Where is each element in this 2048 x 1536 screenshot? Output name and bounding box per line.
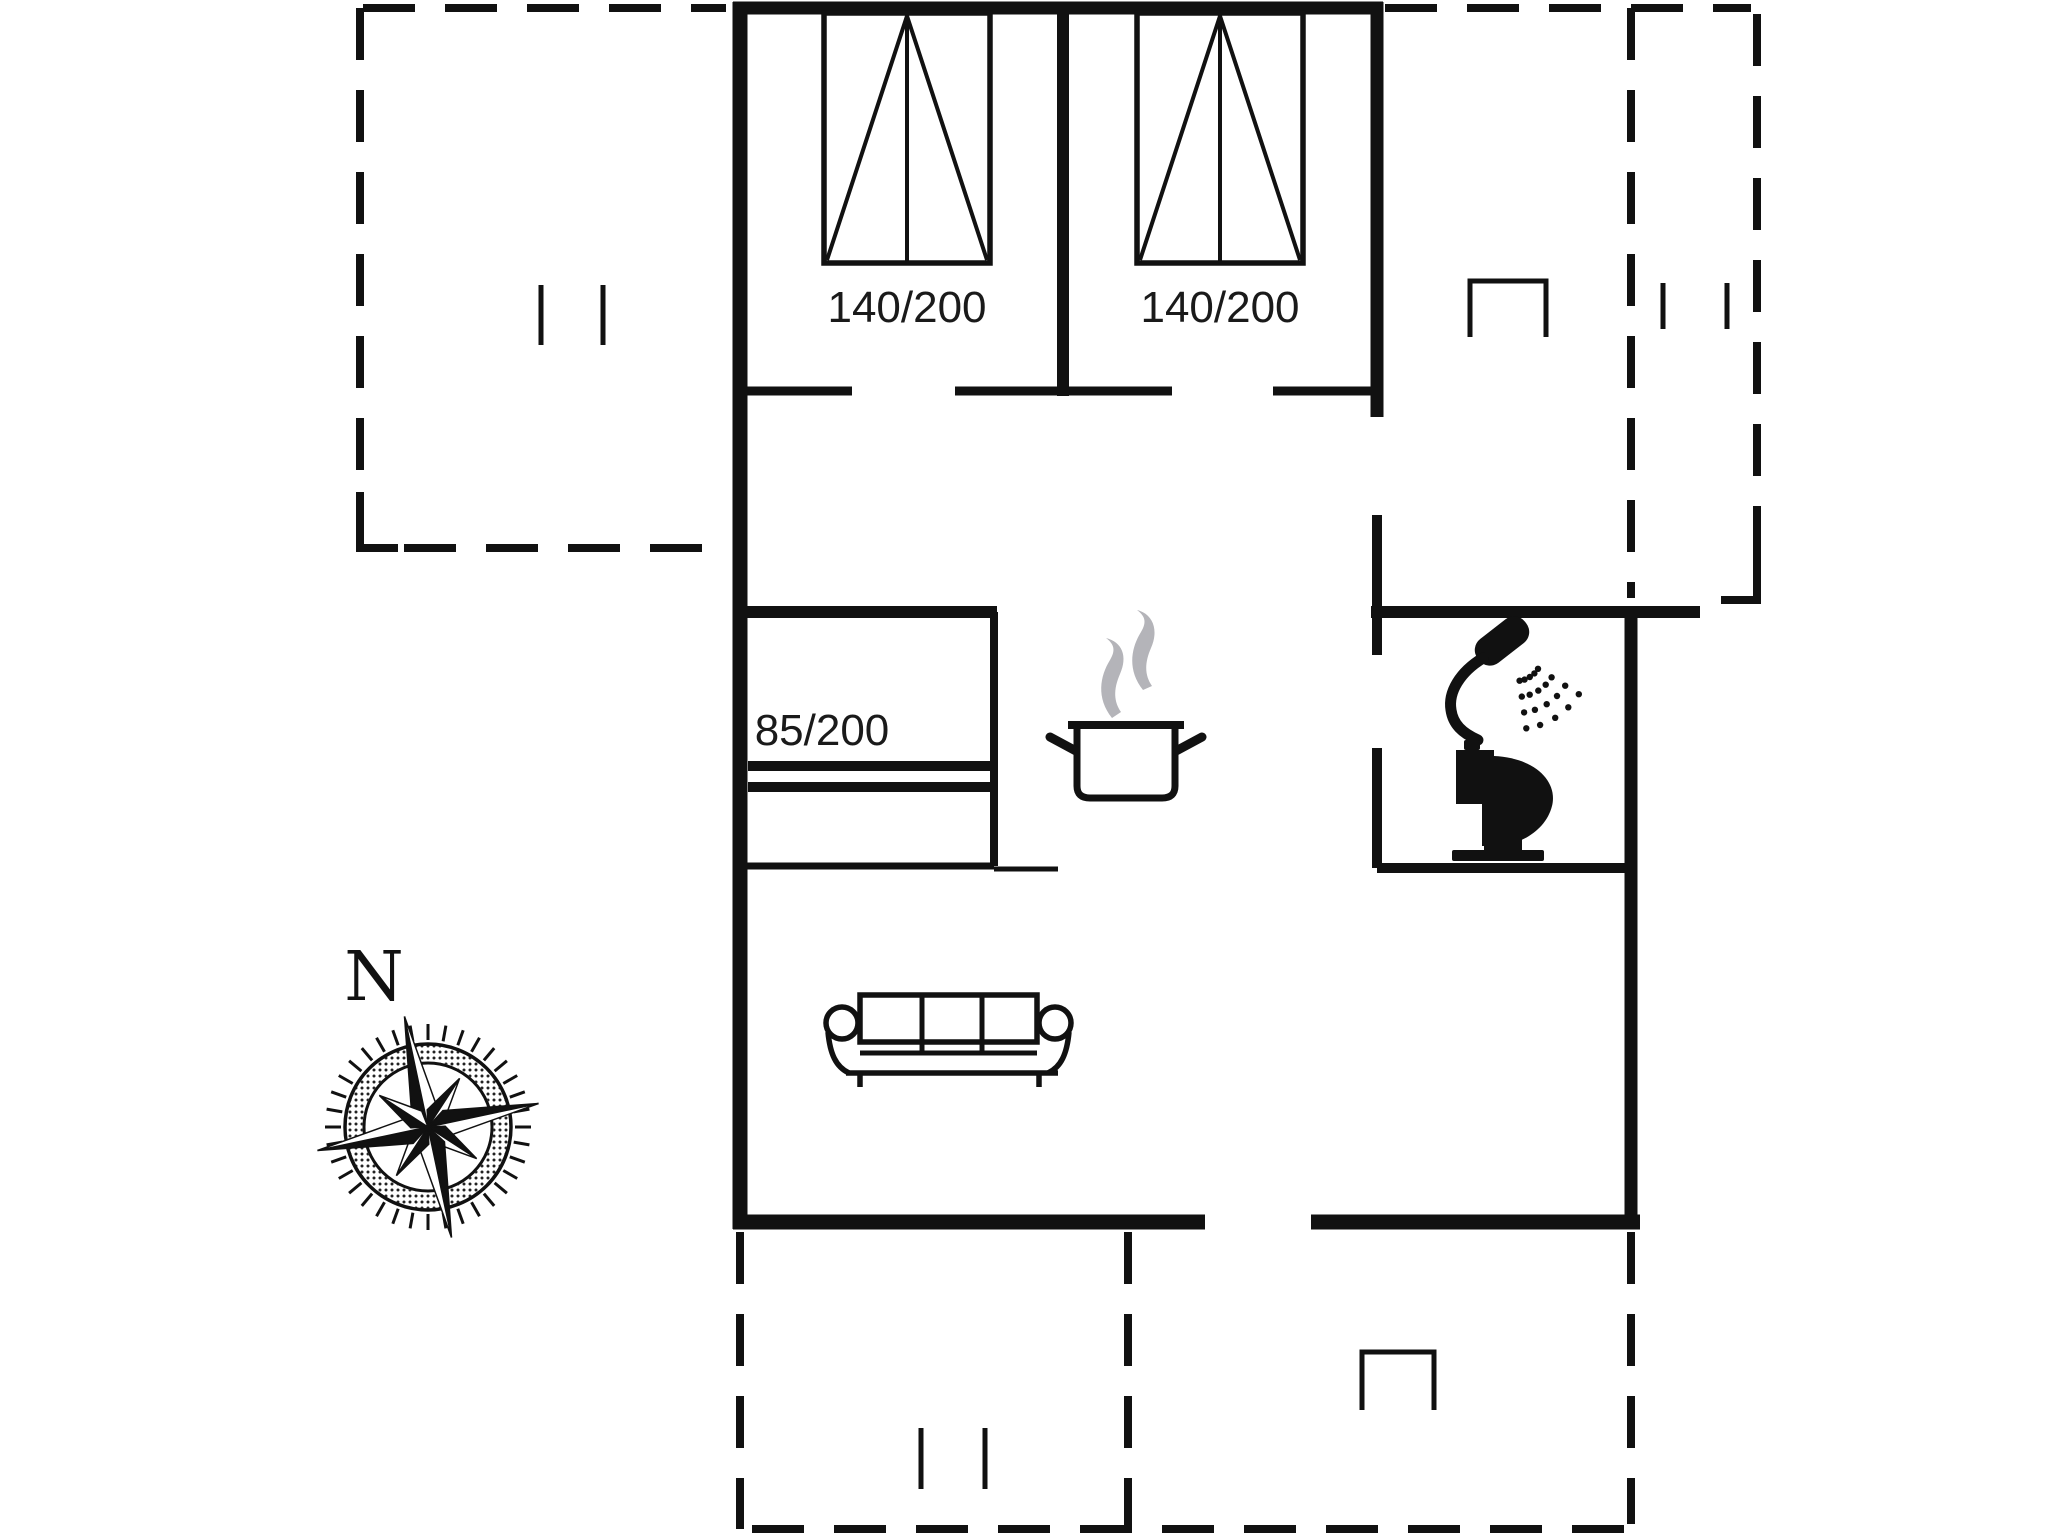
shower-icon [1445, 616, 1583, 746]
toilet-base [1452, 850, 1544, 861]
sofa-feet [857, 1073, 1042, 1087]
shower-hose [1445, 652, 1489, 746]
steam-icon [1132, 610, 1155, 690]
sleeping-alcove: 85/200 [740, 612, 1058, 872]
terrace-table-icon [1467, 278, 1549, 337]
bed-duvet-lines [825, 15, 989, 261]
bedroom-2: 140/200 [1134, 10, 1306, 332]
terrace-table-icon [1359, 1349, 1437, 1410]
living-room [823, 992, 1074, 1087]
compass-rose-icon: N [317, 938, 539, 1238]
bed-size-label: 85/200 [755, 706, 890, 755]
toilet-lid-knob [1464, 740, 1480, 750]
terrace-corner [356, 492, 398, 552]
terrace-bottom [736, 1232, 1635, 1536]
house-walls [732, 1, 1700, 1230]
shower-spray-dots [1516, 665, 1583, 732]
toilet-icon [1452, 740, 1553, 861]
compass-outer-circle [343, 1042, 513, 1212]
compass-band [346, 1045, 510, 1209]
compass-points [317, 1016, 539, 1238]
bed-size-label: 140/200 [827, 283, 986, 332]
compass-inner-circle [362, 1061, 494, 1193]
sofa-back-cushions [857, 992, 1040, 1045]
single-bed-icon [748, 761, 990, 792]
terrace-corner [1721, 556, 1761, 604]
kitchen [1045, 610, 1207, 802]
terrace-top-right [1385, 4, 1761, 604]
bathroom [1445, 616, 1583, 861]
cooking-pot-icon [1045, 721, 1207, 802]
steam-icon [1101, 638, 1124, 718]
terrace-top-left [356, 4, 731, 552]
sofa-arm-left-outline [825, 1031, 851, 1076]
bed-duvet-lines [1138, 15, 1302, 261]
bedroom-1: 140/200 [821, 10, 993, 332]
compass-north-label: N [344, 938, 404, 1017]
toilet-pedestal [1484, 804, 1522, 850]
compass-tick-ring [325, 1024, 531, 1230]
sofa-icon [823, 992, 1074, 1087]
shower-head [1474, 616, 1530, 666]
bed-size-label: 140/200 [1140, 283, 1299, 332]
